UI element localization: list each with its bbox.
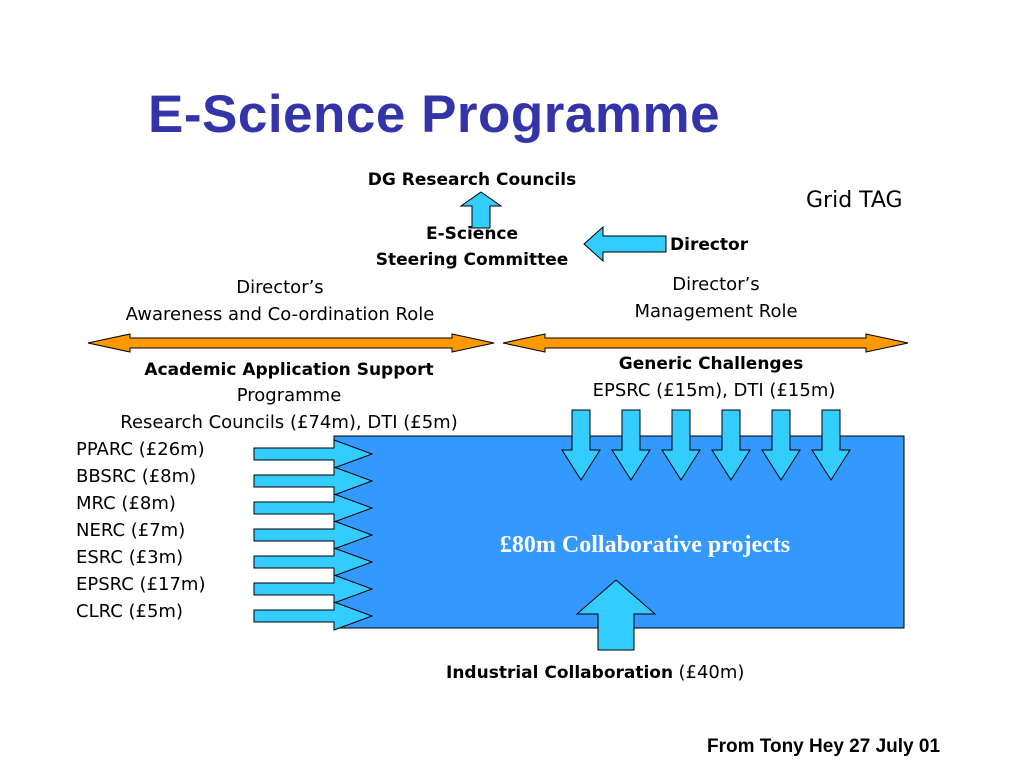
generic-challenges-heading: Generic Challenges: [618, 354, 804, 374]
council-arrow-mrc-icon: [253, 493, 374, 523]
research-council-item: PPARC (£26m): [76, 439, 205, 460]
council-arrow-epsrc-icon: [253, 574, 374, 604]
research-council-item: MRC (£8m): [76, 493, 176, 514]
generic-down-arrow-6-icon: [811, 409, 851, 481]
slide-credit: From Tony Hey 27 July 01: [707, 736, 941, 757]
industrial-collaboration-amount: (£40m): [678, 662, 745, 683]
research-council-item: EPSRC (£17m): [76, 574, 206, 595]
collaborative-projects-label: £80m Collaborative projects: [499, 532, 791, 558]
research-council-item: CLRC (£5m): [76, 601, 183, 622]
academic-funding-label: Research Councils (£74m), DTI (£5m): [120, 412, 458, 433]
management-double-arrow-icon: [502, 333, 909, 353]
awareness-role-label: Director’s Awareness and Co-ordination R…: [125, 277, 435, 325]
management-role-label: Director’s Management Role: [634, 274, 798, 322]
generic-down-arrow-5-icon: [761, 409, 801, 481]
industrial-up-arrow-icon: [575, 579, 657, 651]
research-council-list: PPARC (£26m) BBSRC (£8m) MRC (£8m) NERC …: [76, 436, 206, 625]
council-arrow-bbsrc-icon: [253, 466, 374, 496]
council-arrow-esrc-icon: [253, 547, 374, 577]
industrial-collaboration-line: Industrial Collaboration (£40m): [446, 662, 744, 683]
left-arrow-from-director-icon: [583, 225, 667, 263]
awareness-double-arrow-icon: [87, 333, 495, 353]
council-arrow-clrc-icon: [253, 601, 374, 631]
generic-funding-label: EPSRC (£15m), DTI (£15m): [592, 380, 836, 401]
generic-down-arrow-4-icon: [711, 409, 751, 481]
dg-research-councils-label: DG Research Councils: [367, 170, 577, 190]
academic-support-subheading: Programme: [236, 385, 342, 406]
research-council-item: NERC (£7m): [76, 520, 186, 541]
academic-support-heading: Academic Application Support: [144, 360, 434, 380]
generic-down-arrow-2-icon: [611, 409, 651, 481]
generic-down-arrow-1-icon: [561, 409, 601, 481]
research-council-item: ESRC (£3m): [76, 547, 184, 568]
steering-committee-label: E-Science Steering Committee: [375, 224, 569, 270]
up-arrow-to-dg-icon: [459, 191, 503, 229]
generic-down-arrow-3-icon: [661, 409, 701, 481]
council-arrow-nerc-icon: [253, 520, 374, 550]
council-arrow-pparc-icon: [253, 439, 374, 469]
industrial-collaboration-label: Industrial Collaboration: [446, 663, 674, 683]
slide-title: E-Science Programme: [148, 85, 721, 144]
grid-tag-label: Grid TAG: [806, 188, 903, 213]
research-council-item: BBSRC (£8m): [76, 466, 197, 487]
director-label: Director: [670, 235, 749, 255]
